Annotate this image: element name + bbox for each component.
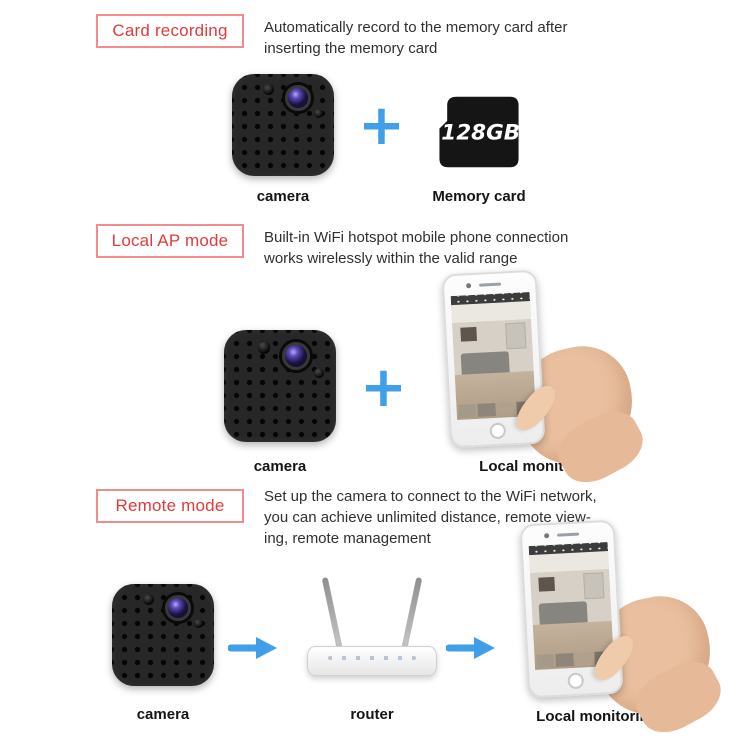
camera-lens	[285, 85, 311, 111]
camera-ir-hole	[262, 84, 274, 96]
photo-thumbnail	[555, 652, 574, 667]
photo-thumbnail	[536, 653, 555, 668]
description-line: Set up the camera to connect to the WiFi…	[264, 488, 597, 505]
photo-thumbnail	[458, 403, 477, 418]
caption-router: router	[350, 706, 394, 723]
photo-thumbnail	[496, 401, 515, 416]
caption-memory-card: Memory card	[432, 188, 526, 205]
description-card-recording: Automatically record to the memory card …	[264, 17, 567, 59]
camera-ir-hole	[142, 594, 154, 606]
mode-badge-card-recording: Card recording	[96, 14, 244, 48]
description-line: Built-in WiFi hotspot mobile phone conne…	[264, 229, 569, 246]
arrow-right-icon	[446, 637, 495, 659]
camera-ir-hole	[313, 108, 323, 118]
camera-ir-hole	[257, 341, 270, 354]
phone-home-button	[488, 422, 506, 440]
room-wall-art	[538, 576, 556, 592]
description-line: ing, remote management	[264, 530, 431, 547]
router-leds	[328, 656, 416, 660]
camera-ir-hole	[193, 618, 203, 628]
mode-badge-remote: Remote mode	[96, 489, 244, 523]
camera-image	[232, 74, 334, 176]
phone-speaker	[556, 532, 579, 537]
phone-in-hand-image	[430, 269, 652, 493]
camera-image	[112, 584, 214, 686]
caption-camera: camera	[136, 706, 190, 723]
room-wall-art	[460, 326, 478, 342]
description-line: Automatically record to the memory card …	[264, 19, 568, 36]
description-line: inserting the memory card	[264, 40, 438, 57]
camera-lens	[282, 342, 311, 371]
phone-front-camera	[466, 283, 472, 289]
photo-thumbnail	[477, 402, 496, 417]
caption-camera: camera	[256, 188, 310, 205]
photo-thumbnail	[574, 651, 593, 666]
phone-home-button	[566, 672, 584, 690]
phone-front-camera	[544, 533, 550, 539]
description-remote: Set up the camera to connect to the WiFi…	[264, 486, 597, 549]
router-antenna-right	[401, 576, 423, 651]
room-window	[583, 572, 605, 600]
description-line: you can achieve unlimited distance, remo…	[264, 509, 591, 526]
camera-image	[224, 330, 336, 442]
arrow-right-icon	[228, 637, 277, 659]
memory-card-body	[439, 96, 519, 168]
plus-icon: +	[358, 93, 405, 158]
phone-screen	[528, 542, 615, 670]
memory-card-capacity: 128GB	[441, 121, 520, 146]
description-local-ap: Built-in WiFi hotspot mobile phone conne…	[264, 227, 568, 269]
camera-lens	[165, 595, 191, 621]
phone-speaker	[478, 282, 501, 287]
plus-icon: +	[360, 355, 407, 420]
mode-badge-local-ap: Local AP mode	[96, 224, 244, 258]
camera-ir-hole	[313, 368, 324, 379]
caption-camera: camera	[253, 458, 307, 475]
room-window	[505, 322, 527, 350]
caption-local-monitoring: Local monitoring	[536, 708, 658, 725]
router-image	[307, 576, 437, 680]
phone-screen	[450, 292, 537, 420]
description-line: works wirelessly within the valid range	[264, 250, 518, 267]
router-body	[307, 646, 437, 676]
memory-card-image: 128GB	[439, 96, 520, 168]
router-antenna-left	[321, 576, 343, 651]
phone-in-hand-image	[508, 519, 730, 743]
